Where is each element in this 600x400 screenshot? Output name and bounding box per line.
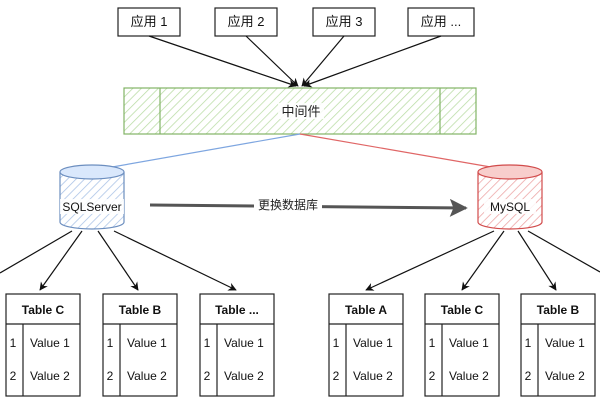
table-title: Table B xyxy=(119,303,162,317)
row-value: Value 2 xyxy=(545,369,585,383)
edge-app2-middleware xyxy=(245,35,299,87)
table-left-2: Table B 1 Value 1 2 Value 2 xyxy=(102,293,178,397)
row-value: Value 2 xyxy=(353,369,393,383)
edge-mysql-table-a xyxy=(365,230,495,291)
app-label-1: 应用 1 xyxy=(131,14,168,29)
app-box-3: 应用 3 xyxy=(312,7,376,37)
row-number: 2 xyxy=(10,369,17,383)
row-number: 2 xyxy=(525,369,532,383)
edge-app3-middleware xyxy=(301,35,345,87)
middleware-label: 中间件 xyxy=(281,104,320,119)
app-box-2: 应用 2 xyxy=(214,7,278,37)
switch-database-label: 更换数据库 xyxy=(258,197,318,212)
row-number: 2 xyxy=(204,369,211,383)
edge-sqlserver-offscreen xyxy=(0,230,73,274)
row-value: Value 1 xyxy=(545,336,585,350)
table-title: Table ... xyxy=(215,303,259,317)
row-value: Value 1 xyxy=(127,336,167,350)
edge-middleware-mysql xyxy=(299,133,509,173)
table-right-1: Table A 1 Value 1 2 Value 2 xyxy=(328,293,404,397)
row-value: Value 2 xyxy=(30,369,70,383)
app-label-3: 应用 3 xyxy=(326,14,363,29)
table-title: Table C xyxy=(441,303,484,317)
table-title: Table A xyxy=(345,303,387,317)
row-value: Value 1 xyxy=(224,336,264,350)
sqlserver-label: SQLServer xyxy=(62,200,121,214)
table-left-1: Table C 1 Value 1 2 Value 2 xyxy=(5,293,81,397)
row-value: Value 2 xyxy=(127,369,167,383)
row-value: Value 1 xyxy=(30,336,70,350)
table-title: Table B xyxy=(537,303,580,317)
edge-appmore-middleware xyxy=(303,35,442,88)
row-value: Value 2 xyxy=(449,369,489,383)
row-number: 2 xyxy=(107,369,114,383)
row-number: 1 xyxy=(107,336,114,350)
table-left-3: Table ... 1 Value 1 2 Value 2 xyxy=(199,293,275,397)
edge-sqlserver-table-b xyxy=(97,230,139,291)
row-number: 1 xyxy=(204,336,211,350)
row-number: 1 xyxy=(333,336,340,350)
middleware-box: 中间件 xyxy=(123,87,477,135)
app-label-2: 应用 2 xyxy=(228,14,265,29)
table-right-2: Table C 1 Value 1 2 Value 2 xyxy=(424,293,500,397)
row-number: 1 xyxy=(429,336,436,350)
row-value: Value 2 xyxy=(224,369,264,383)
row-value: Value 1 xyxy=(449,336,489,350)
app-label-more: 应用 ... xyxy=(421,14,461,29)
edge-sqlserver-table-c xyxy=(39,230,83,291)
row-number: 2 xyxy=(333,369,340,383)
mysql-label: MySQL xyxy=(490,200,530,214)
edge-mysql-table-c xyxy=(461,230,505,291)
sqlserver-database-icon: SQLServer xyxy=(59,164,125,230)
edge-mysql-table-b xyxy=(517,230,557,291)
table-right-3: Table B 1 Value 1 2 Value 2 xyxy=(520,293,596,397)
row-number: 1 xyxy=(525,336,532,350)
edge-sqlserver-table-more xyxy=(113,230,237,291)
mysql-database-icon: MySQL xyxy=(477,164,543,230)
switch-label-bg xyxy=(254,197,322,213)
row-number: 2 xyxy=(429,369,436,383)
app-box-1: 应用 1 xyxy=(117,7,181,37)
row-value: Value 1 xyxy=(353,336,393,350)
edge-middleware-sqlserver xyxy=(94,133,301,173)
edge-app1-middleware xyxy=(148,35,297,88)
app-box-more: 应用 ... xyxy=(407,7,475,37)
row-number: 1 xyxy=(10,336,17,350)
edge-mysql-offscreen xyxy=(527,230,600,273)
table-title: Table C xyxy=(22,303,65,317)
